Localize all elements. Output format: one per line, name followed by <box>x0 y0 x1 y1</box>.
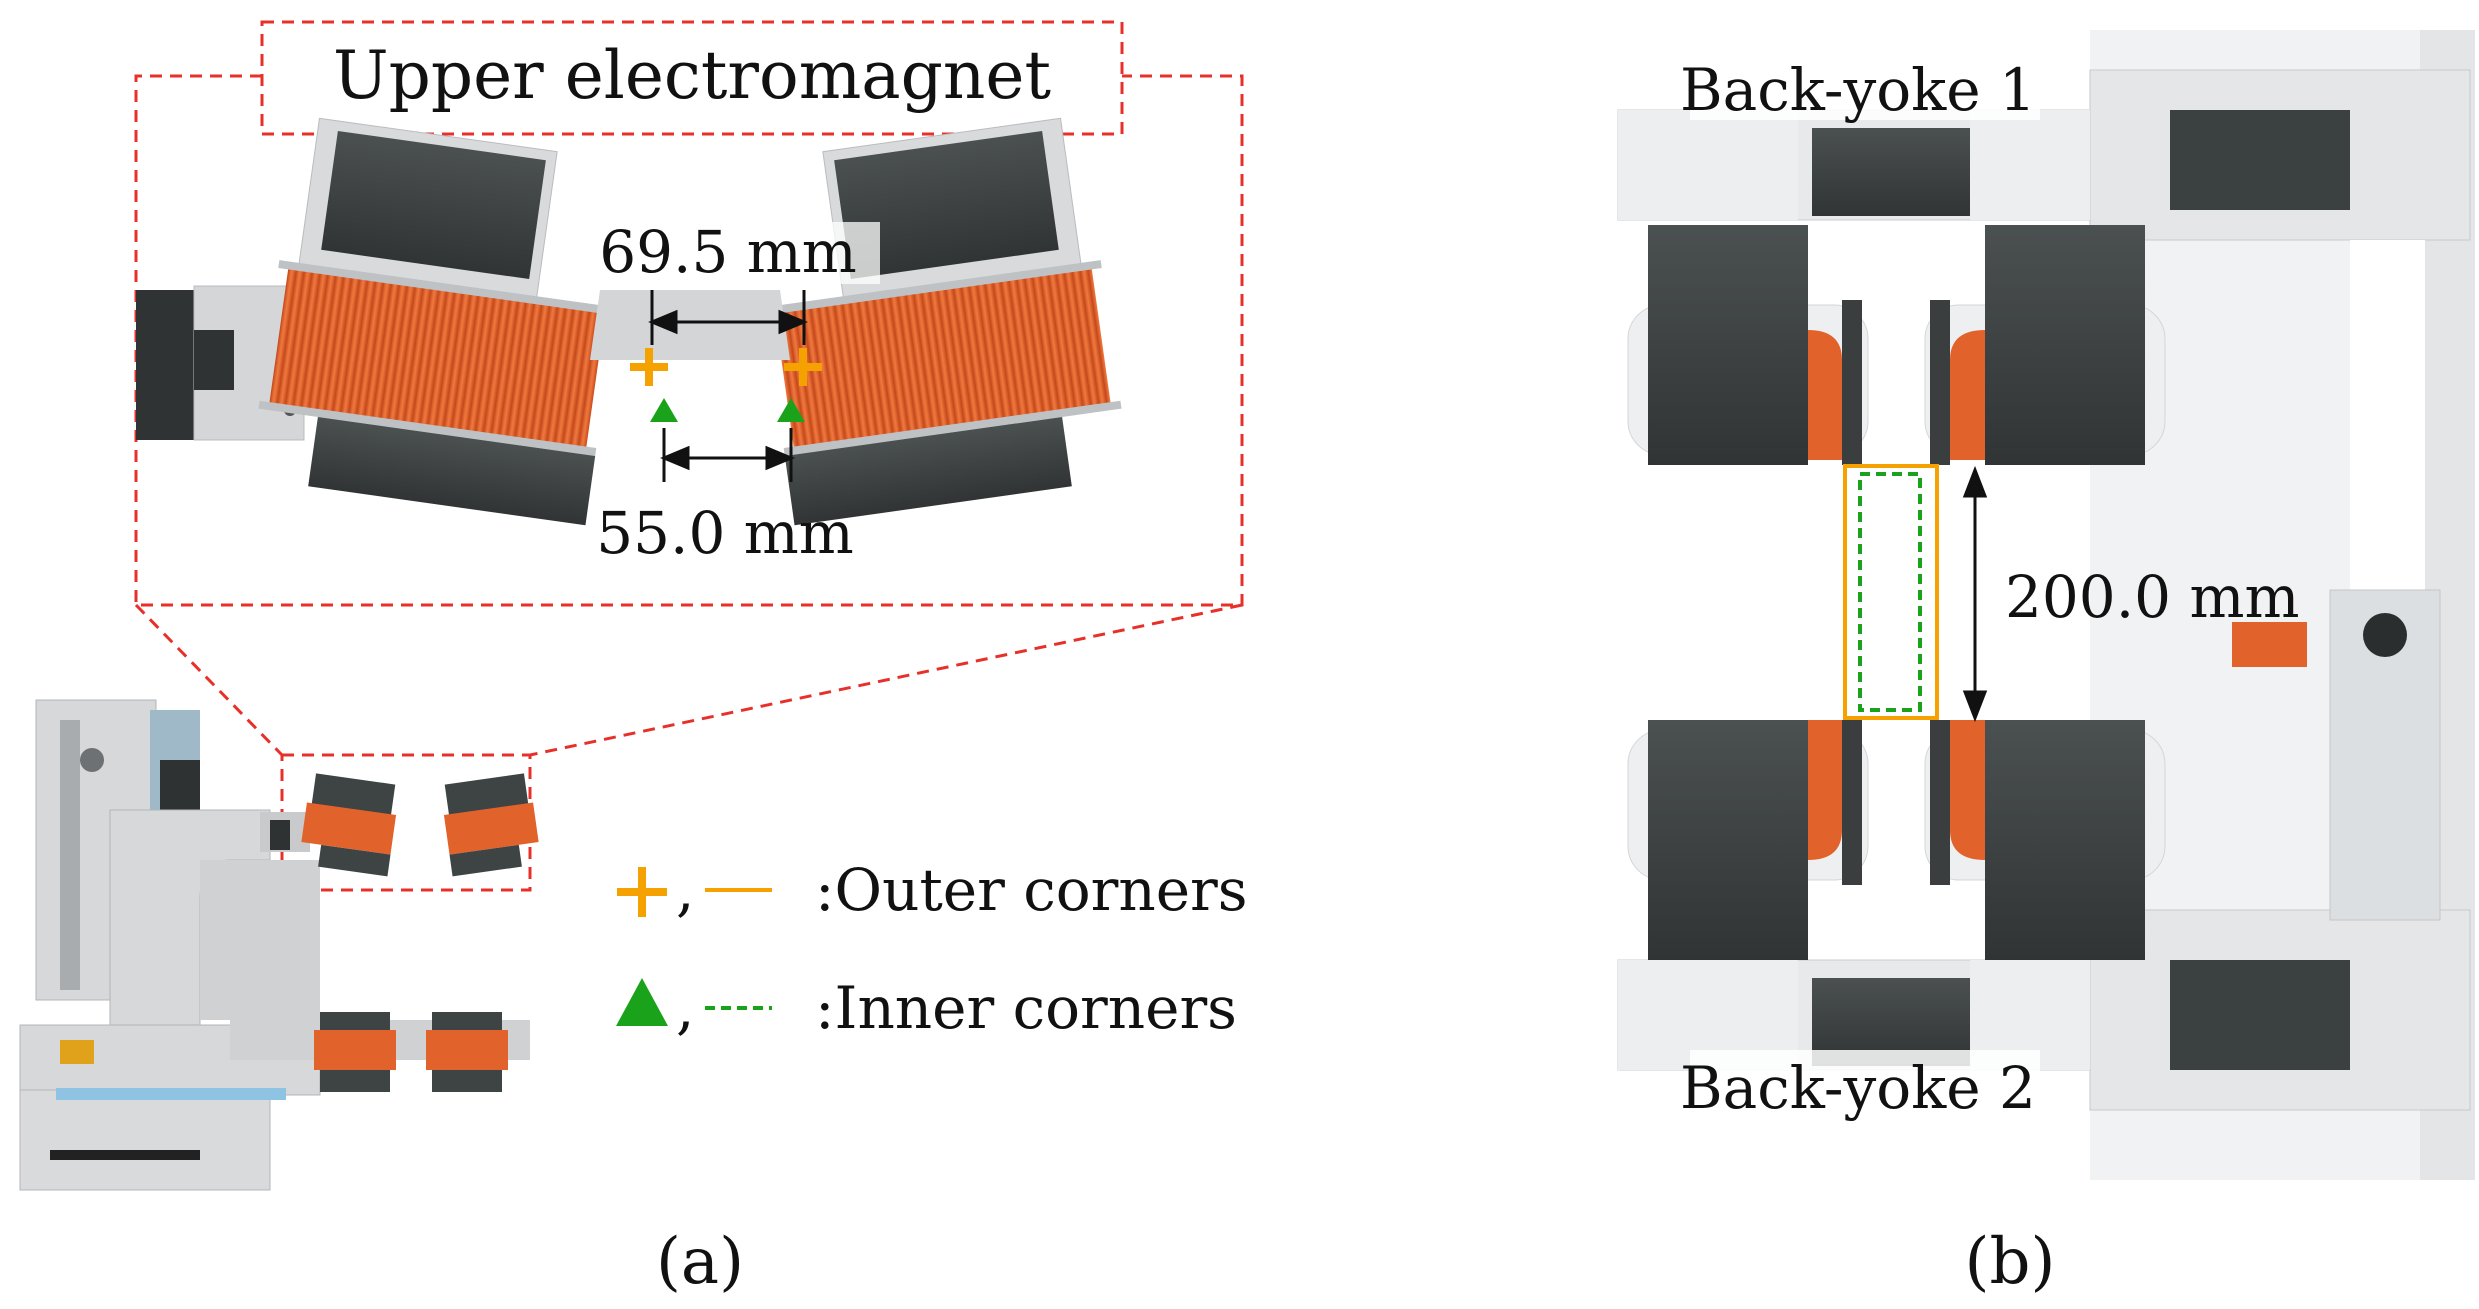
back-yoke-1-label-bg <box>1690 50 2040 120</box>
arm-tip-block <box>270 820 290 850</box>
inner-dimension-label: 55.0 mm <box>596 499 854 567</box>
upper-magnet-pair <box>1627 225 2166 465</box>
center-bridge <box>590 290 790 360</box>
gap-dimension-arrow <box>1962 465 1988 723</box>
zoom-frame <box>134 74 1244 607</box>
right-core-top <box>834 130 1059 280</box>
outer-corner-markers <box>630 348 822 386</box>
panel-b-caption: (b) <box>1965 1225 2056 1299</box>
back-yoke-1-core <box>1812 128 1970 216</box>
left-mount-slot <box>194 330 234 390</box>
left-core-bottom <box>308 416 596 526</box>
lead-screw <box>60 720 80 990</box>
lower-right-pole <box>1930 720 1950 885</box>
panel-b: 200.0 mm Back-yoke 1 Back-yoke 2 (b) <box>1617 30 2475 1299</box>
base-slot <box>50 1150 200 1160</box>
base-plate <box>19 1089 271 1191</box>
upper-electromagnet-title: Upper electromagnet <box>333 37 1051 114</box>
legend-inner-separator: , <box>676 974 694 1042</box>
outer-dimension-label: 69.5 mm <box>599 218 857 286</box>
system-overview <box>19 699 539 1191</box>
legend-inner-label: :Inner corners <box>815 974 1237 1042</box>
small-right-magnet <box>443 773 539 877</box>
lower-core-top-left <box>320 1012 390 1030</box>
lower-left-core <box>1648 720 1808 960</box>
small-left-magnet <box>301 773 397 877</box>
legend-outer-separator: , <box>676 856 694 924</box>
back-yoke-1-end-right <box>1970 110 2090 220</box>
inner-corner-markers <box>650 398 805 422</box>
left-coil <box>269 265 606 449</box>
back-yoke-1-end-left <box>1618 110 1798 220</box>
panel-a-caption: (a) <box>656 1225 744 1299</box>
legend-inner: , :Inner corners <box>616 974 1237 1042</box>
gap-dimension-label: 200.0 mm <box>2005 563 2299 631</box>
triangle-icon <box>616 978 668 1026</box>
legend-outer-label: :Outer corners <box>815 856 1248 924</box>
lower-right-core <box>1985 720 2145 960</box>
left-mount-block <box>136 290 194 440</box>
connector <box>60 1040 94 1064</box>
bearing-icon <box>80 748 104 772</box>
back-yoke-2-label-bg <box>1690 1050 2040 1120</box>
outer-dimension-arrow <box>648 290 808 345</box>
legend-outer: , :Outer corners <box>617 856 1248 924</box>
bottom-frame-core <box>2170 960 2350 1070</box>
upper-left-pole <box>1842 300 1862 465</box>
upper-right-pole <box>1930 300 1950 465</box>
side-coil <box>2232 622 2307 667</box>
shaft-icon <box>2363 613 2407 657</box>
lower-magnet-pair <box>1627 720 2166 960</box>
title-box <box>260 20 1124 136</box>
zoomed-electromagnet: 69.5 mm 55.0 mm <box>136 117 1122 567</box>
right-magnet <box>763 117 1122 526</box>
legend: , :Outer corners , :Inner corners <box>616 856 1248 1042</box>
right-coil-flange-top <box>763 260 1102 316</box>
base-strip <box>56 1088 286 1100</box>
inner-workspace-box <box>1858 472 1922 712</box>
outer-workspace-box <box>1843 464 1939 720</box>
left-coil-flange-bottom <box>258 400 597 456</box>
lower-core-top-right <box>432 1012 502 1030</box>
upper-left-coil <box>1808 330 1842 460</box>
top-frame-core <box>2170 110 2350 210</box>
outer-dimension-bg <box>570 222 880 284</box>
left-core-top <box>321 130 546 280</box>
zoom-line-right <box>529 603 1243 757</box>
zoom-outline <box>134 20 1244 892</box>
lower-core-bottom-left <box>320 1070 390 1092</box>
lower-left-coil <box>1808 720 1842 860</box>
triangle-icon <box>650 398 678 422</box>
inner-dimension-arrow <box>660 428 795 482</box>
lower-right-coil <box>1950 720 1985 860</box>
upper-left-core <box>1648 225 1808 465</box>
triangle-icon <box>777 398 805 422</box>
lower-coil-left <box>314 1030 396 1070</box>
plus-icon <box>617 867 667 917</box>
left-magnet <box>258 117 617 526</box>
lower-left-pole <box>1842 720 1862 885</box>
left-coil-flange-top <box>278 260 617 316</box>
panel-a: Upper electromagnet <box>19 20 1248 1299</box>
zoom-line-left <box>134 603 284 757</box>
wedge <box>200 860 320 1020</box>
back-yoke-2-label: Back-yoke 2 <box>1680 1054 2036 1122</box>
lower-core-bottom-right <box>432 1070 502 1092</box>
right-coil <box>774 265 1111 449</box>
lower-coil-right <box>426 1030 508 1070</box>
upper-right-coil <box>1950 330 1985 460</box>
back-yoke-1-label: Back-yoke 1 <box>1680 56 2036 124</box>
zoom-source-box <box>280 753 532 892</box>
right-coil-flange-bottom <box>783 400 1122 456</box>
upper-right-core <box>1985 225 2145 465</box>
right-core-bottom <box>784 416 1072 526</box>
